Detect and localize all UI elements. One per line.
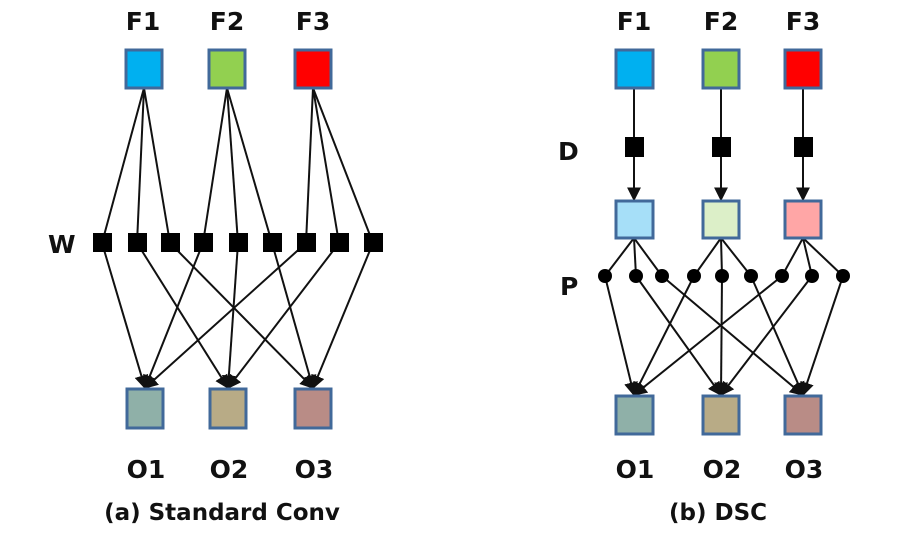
- output-box-o3: [293, 387, 333, 430]
- pointwise-to-output-edge: [750, 275, 805, 397]
- input-label-f3: F3: [786, 7, 820, 36]
- input-to-weight-edge: [101, 87, 145, 244]
- weight-node: [364, 233, 383, 252]
- input-label-f2: F2: [210, 7, 244, 36]
- output-label-o3: O3: [785, 455, 824, 484]
- weight-node: [229, 233, 248, 252]
- p-label: P: [560, 272, 578, 301]
- input-to-weight-edge: [305, 87, 314, 244]
- pointwise-to-output-edge: [604, 275, 638, 397]
- weight-node: [297, 233, 316, 252]
- depthwise-node: [712, 137, 731, 157]
- pointwise-node: [715, 269, 729, 283]
- input-box-f3: [293, 48, 333, 90]
- input-box-f2: [701, 48, 741, 90]
- pointwise-node: [687, 269, 701, 283]
- standard-conv-edges: [101, 87, 374, 390]
- weight-to-output-edge: [227, 242, 340, 390]
- intermediate-box-2: [701, 199, 741, 240]
- input-to-weight-edge: [226, 87, 239, 244]
- intermediate-to-pointwise-edge: [720, 237, 752, 277]
- output-box-o2: [208, 387, 248, 430]
- pointwise-node: [655, 269, 669, 283]
- dsc-edges: [604, 88, 844, 397]
- pointwise-node: [775, 269, 789, 283]
- weight-to-output-edge: [143, 242, 307, 389]
- weight-node: [128, 233, 147, 252]
- input-to-weight-edge: [136, 87, 145, 244]
- output-box-o1: [125, 387, 165, 430]
- panel-standard-conv: W F1 F2 F3 O1 O2 O3 (a) Standard Conv: [48, 7, 383, 526]
- pointwise-to-output-edge: [714, 275, 729, 397]
- panel-dsc: D P F1 F2 F3 O1 O2 O3 (b) DSC: [558, 7, 850, 526]
- intermediate-to-pointwise-edge: [802, 237, 844, 277]
- input-to-weight-edge: [312, 87, 374, 244]
- pointwise-node: [805, 269, 819, 283]
- weight-to-output-edge: [101, 242, 149, 390]
- intermediate-to-pointwise-edge: [633, 237, 663, 277]
- input-to-weight-edge: [312, 87, 340, 244]
- weight-node: [93, 233, 112, 252]
- input-label-f1: F1: [617, 7, 651, 36]
- pointwise-node: [744, 269, 758, 283]
- weight-nodes: [93, 233, 383, 252]
- pointwise-node: [629, 269, 643, 283]
- intermediate-to-pointwise-edge: [781, 237, 804, 277]
- weight-node: [194, 233, 213, 252]
- output-label-o2: O2: [703, 455, 742, 484]
- output-label-o2: O2: [210, 455, 249, 484]
- depthwise-node: [794, 137, 813, 157]
- caption-standard-conv: (a) Standard Conv: [104, 500, 340, 526]
- w-label: W: [48, 230, 76, 259]
- output-box-o1: [614, 394, 655, 436]
- input-label-f1: F1: [126, 7, 160, 36]
- output-box-o2: [701, 394, 741, 436]
- pointwise-node: [836, 269, 850, 283]
- output-label-o1: O1: [616, 455, 655, 484]
- input-label-f3: F3: [296, 7, 330, 36]
- output-label-o3: O3: [295, 455, 334, 484]
- pointwise-to-output-edge: [635, 275, 722, 397]
- intermediate-box-1: [614, 199, 655, 240]
- weight-to-output-edge: [136, 242, 229, 390]
- input-to-weight-edge: [226, 87, 273, 244]
- intermediate-to-pointwise-edge: [604, 237, 635, 277]
- pointwise-node: [598, 269, 612, 283]
- output-label-o1: O1: [127, 455, 166, 484]
- pointwise-to-output-edge: [632, 275, 783, 396]
- caption-dsc: (b) DSC: [669, 500, 767, 526]
- input-box-f3: [783, 48, 823, 90]
- input-to-weight-edge: [143, 87, 171, 244]
- intermediate-to-pointwise-edge: [693, 237, 722, 277]
- weight-to-output-edge: [143, 242, 204, 390]
- input-box-f1: [614, 48, 655, 90]
- intermediate-box-3: [783, 199, 823, 240]
- depthwise-node: [625, 137, 644, 157]
- depthwise-nodes: [625, 137, 813, 157]
- pointwise-to-output-edge: [720, 275, 813, 397]
- pointwise-to-output-edge: [633, 275, 695, 397]
- input-label-f2: F2: [704, 7, 738, 36]
- weight-node: [263, 233, 282, 252]
- weight-to-output-edge: [311, 242, 374, 390]
- input-box-f2: [207, 48, 247, 90]
- input-to-weight-edge: [202, 87, 228, 244]
- pointwise-nodes: [598, 269, 850, 283]
- output-box-o3: [783, 394, 823, 436]
- weight-to-output-edge: [221, 242, 239, 390]
- d-label: D: [558, 137, 579, 166]
- weight-node: [161, 233, 180, 252]
- pointwise-to-output-edge: [661, 275, 805, 396]
- input-box-f1: [124, 48, 164, 90]
- pointwise-to-output-edge: [800, 275, 844, 397]
- weight-node: [330, 233, 349, 252]
